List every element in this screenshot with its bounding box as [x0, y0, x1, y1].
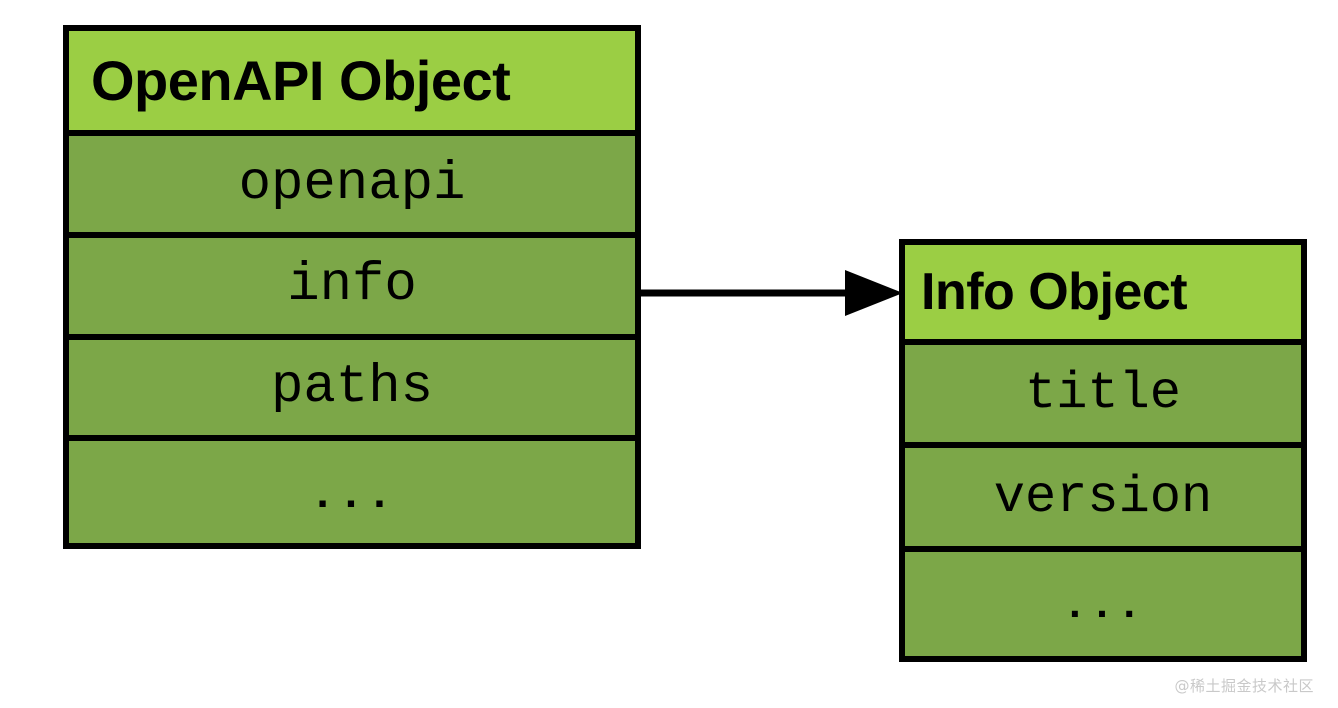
object-box-openapi-title: OpenAPI Object — [69, 31, 635, 137]
object-row-version[interactable]: version — [905, 448, 1301, 553]
object-row-info-more: ... — [905, 552, 1301, 656]
object-row-title[interactable]: title — [905, 344, 1301, 449]
object-row-info[interactable]: info — [69, 237, 635, 340]
object-box-info-title: Info Object — [905, 245, 1301, 345]
object-row-openapi-more: ... — [69, 441, 635, 544]
object-row-paths[interactable]: paths — [69, 339, 635, 442]
object-box-info[interactable]: Info Object title version ... — [899, 239, 1307, 662]
watermark-text: @稀土掘金技术社区 — [1174, 677, 1314, 695]
connector-arrow — [641, 270, 903, 316]
object-box-openapi[interactable]: OpenAPI Object openapi info paths ... — [63, 25, 641, 549]
object-row-openapi[interactable]: openapi — [69, 136, 635, 238]
